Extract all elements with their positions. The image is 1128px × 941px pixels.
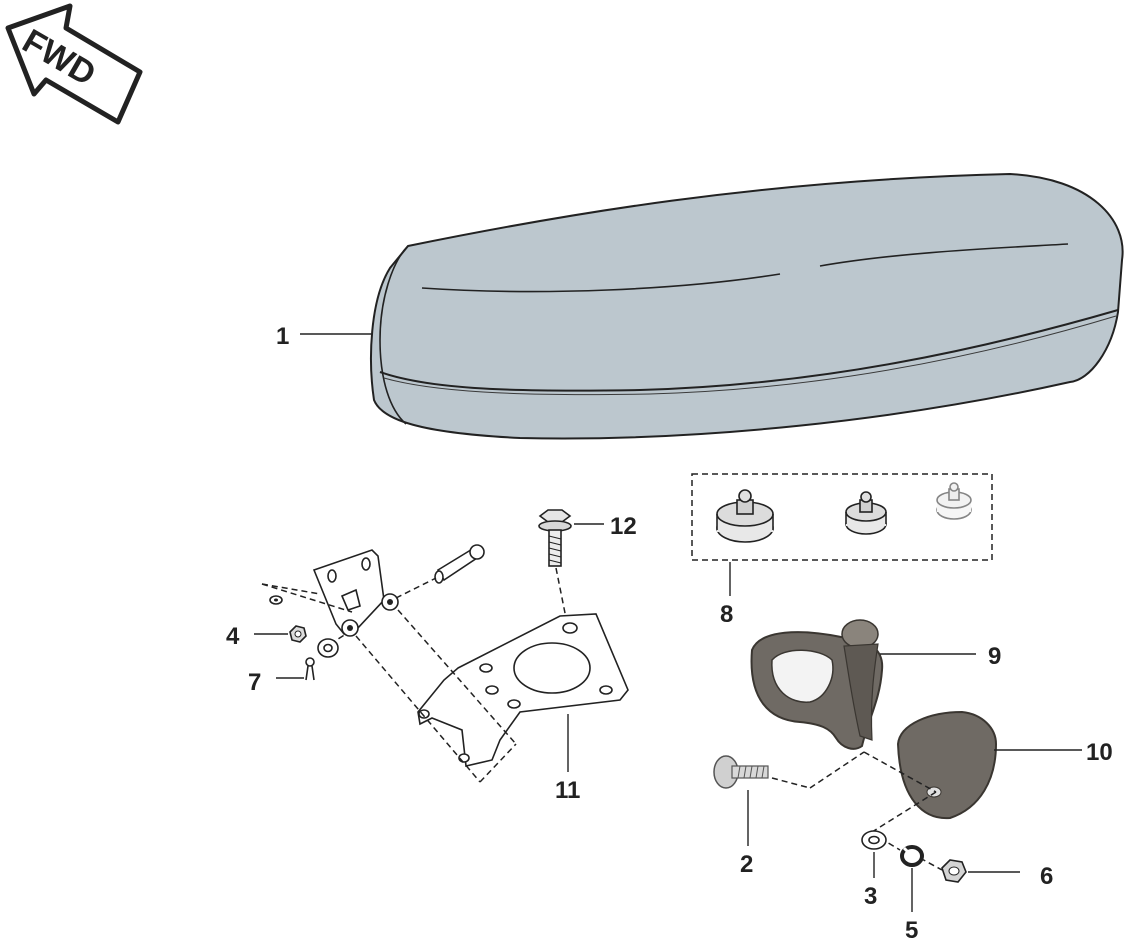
flat-washer [861,830,887,850]
callout-8: 8 [720,601,733,628]
hex-nut-small [289,625,307,643]
cotter-pin [305,657,315,681]
rubber-bumpers-group [691,473,993,561]
hex-nut [941,859,967,883]
callout-3: 3 [864,883,877,910]
backing-plate [896,710,998,820]
rubber-bumper-small [936,482,972,520]
flange-bolt [538,509,572,567]
callout-5: 5 [905,917,918,941]
callout-10: 10 [1086,739,1113,766]
lock-washer [900,845,924,867]
hinge-washer [317,638,339,658]
callout-2: 2 [740,851,753,878]
rubber-bumper-large [716,489,774,543]
mounting-plate [417,613,629,767]
rubber-bumper-medium [845,491,887,535]
hinge-bracket [312,549,399,637]
callout-1: 1 [276,323,289,350]
callout-11: 11 [555,777,580,804]
callout-12: 12 [610,513,637,540]
small-washer [269,595,283,605]
callout-4: 4 [226,623,240,650]
callout-9: 9 [988,643,1001,670]
callout-7: 7 [248,669,261,696]
seat [370,172,1124,440]
callout-6: 6 [1040,863,1053,890]
fwd-arrow-icon: FWD [5,3,143,125]
carriage-bolt [713,755,769,789]
grab-handle [750,619,884,750]
hinge-pin [434,544,485,584]
